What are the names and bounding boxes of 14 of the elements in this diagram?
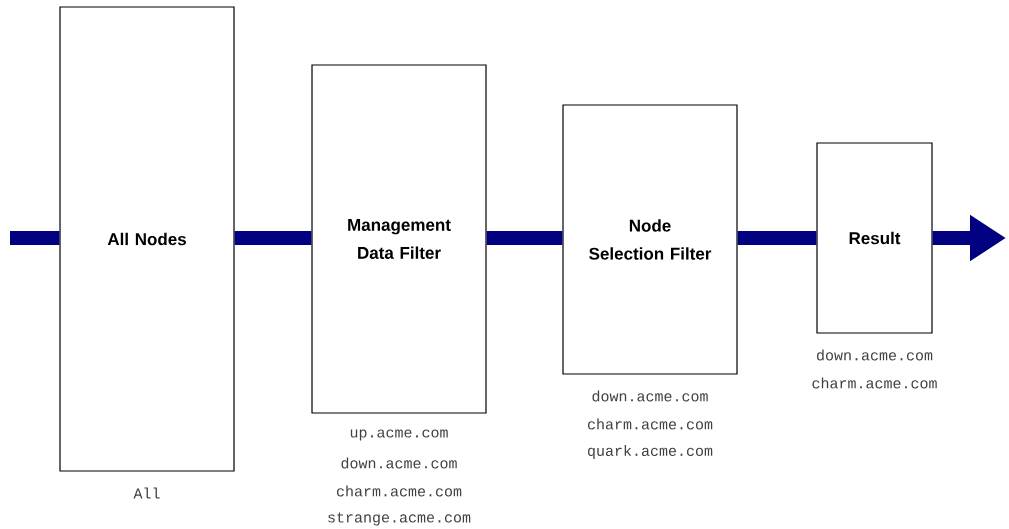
process-box: Management Data Filter: [311, 64, 487, 414]
caption-text: down.acme.com: [817, 349, 933, 361]
process-box: Node Selection Filter: [562, 104, 738, 375]
caption-text: charm.acme.com: [336, 485, 462, 497]
process-box: All Nodes: [59, 6, 235, 472]
caption-text: charm.acme.com: [812, 377, 937, 389]
caption-text: down.acme.com: [592, 390, 708, 402]
caption-text: strange.acme.com: [328, 512, 471, 526]
caption-text: charm.acme.com: [587, 418, 713, 430]
caption-text: quark.acme.com: [588, 445, 713, 459]
process-box: Result: [816, 142, 933, 334]
caption-text: up.acme.com: [350, 429, 448, 441]
caption-text: down.acme.com: [341, 457, 457, 469]
caption-text: All: [133, 487, 160, 499]
